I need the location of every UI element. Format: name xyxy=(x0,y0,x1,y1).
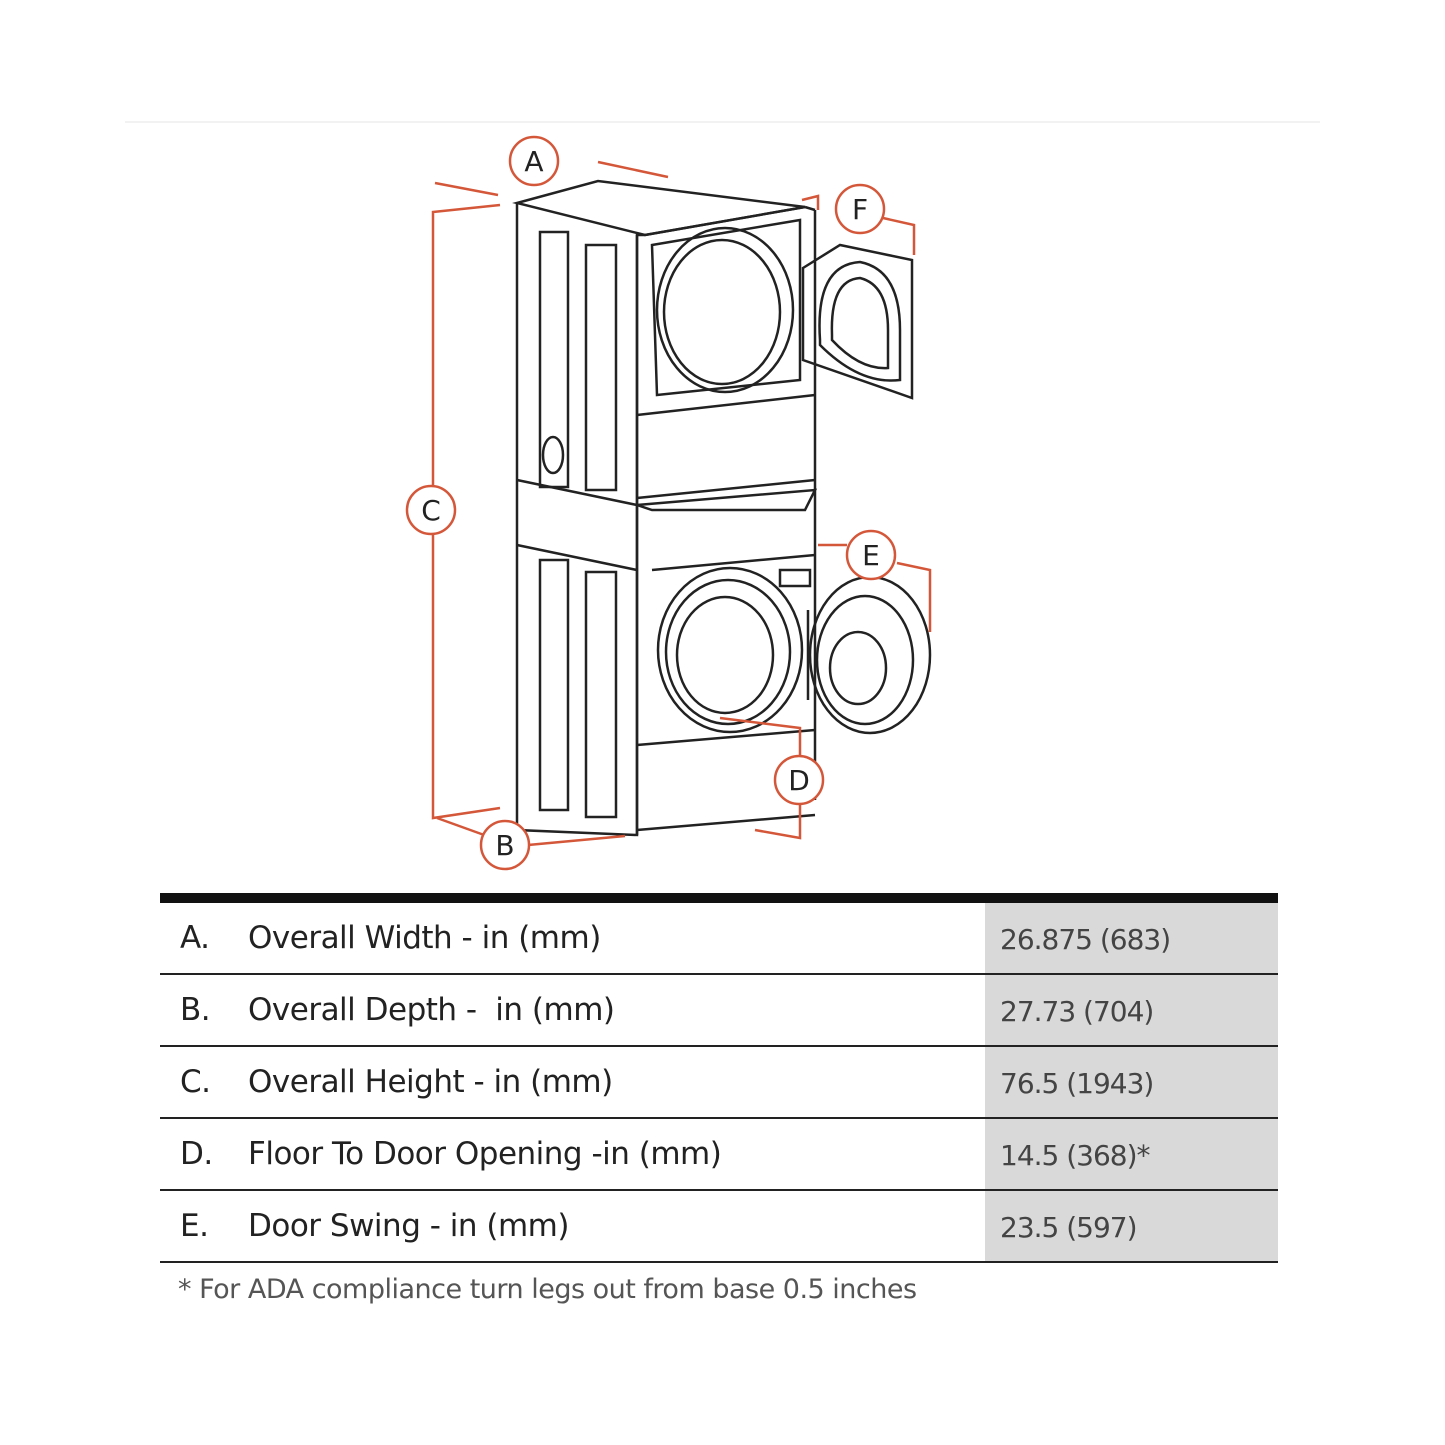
table-row: D. Floor To Door Opening -in (mm) 14.5 (… xyxy=(160,1119,1278,1191)
row-value: 14.5 (368)* xyxy=(1000,1139,1151,1172)
callout-e-label: E xyxy=(862,539,880,572)
row-letter: A. xyxy=(180,920,210,956)
footnote: * For ADA compliance turn legs out from … xyxy=(178,1274,917,1305)
table-row: E. Door Swing - in (mm) 23.5 (597) xyxy=(160,1191,1278,1263)
callout-b-label: B xyxy=(495,829,514,862)
row-label: Overall Height - in (mm) xyxy=(248,1064,613,1100)
callout-c: C xyxy=(405,484,457,536)
callout-b: B xyxy=(479,819,531,871)
appliance-drawing xyxy=(512,179,932,837)
dimension-lines xyxy=(431,160,932,847)
callout-a-label: A xyxy=(524,145,543,178)
callout-f-label: F xyxy=(852,193,868,226)
row-value: 27.73 (704) xyxy=(1000,995,1154,1028)
row-value-cell: 14.5 (368)* xyxy=(985,1119,1278,1189)
row-value-cell: 76.5 (1943) xyxy=(985,1047,1278,1117)
row-value-cell: 27.73 (704) xyxy=(985,975,1278,1045)
row-value-cell: 23.5 (597) xyxy=(985,1191,1278,1261)
callout-d-label: D xyxy=(788,764,810,797)
row-letter: C. xyxy=(180,1064,211,1100)
row-letter: D. xyxy=(180,1136,213,1172)
row-value: 23.5 (597) xyxy=(1000,1211,1138,1244)
table-row: B. Overall Depth - in (mm) 27.73 (704) xyxy=(160,975,1278,1047)
row-value: 26.875 (683) xyxy=(1000,923,1171,956)
callout-c-label: C xyxy=(421,494,441,527)
callout-f: F xyxy=(834,183,886,235)
table-row: A. Overall Width - in (mm) 26.875 (683) xyxy=(160,903,1278,975)
row-label: Overall Depth - in (mm) xyxy=(248,992,615,1028)
dimensions-table: A. Overall Width - in (mm) 26.875 (683) … xyxy=(160,893,1278,1263)
row-letter: E. xyxy=(180,1208,209,1244)
row-value: 76.5 (1943) xyxy=(1000,1067,1154,1100)
callout-d: D xyxy=(773,754,825,806)
row-label: Overall Width - in (mm) xyxy=(248,920,601,956)
row-label: Door Swing - in (mm) xyxy=(248,1208,569,1244)
row-label: Floor To Door Opening -in (mm) xyxy=(248,1136,722,1172)
table-header-bar xyxy=(160,893,1278,903)
callout-a: A xyxy=(508,135,560,187)
stacked-washer-dryer-diagram: A B C D E F xyxy=(125,121,1320,871)
table-row: C. Overall Height - in (mm) 76.5 (1943) xyxy=(160,1047,1278,1119)
row-letter: B. xyxy=(180,992,211,1028)
row-value-cell: 26.875 (683) xyxy=(985,903,1278,973)
callout-e: E xyxy=(845,529,897,581)
